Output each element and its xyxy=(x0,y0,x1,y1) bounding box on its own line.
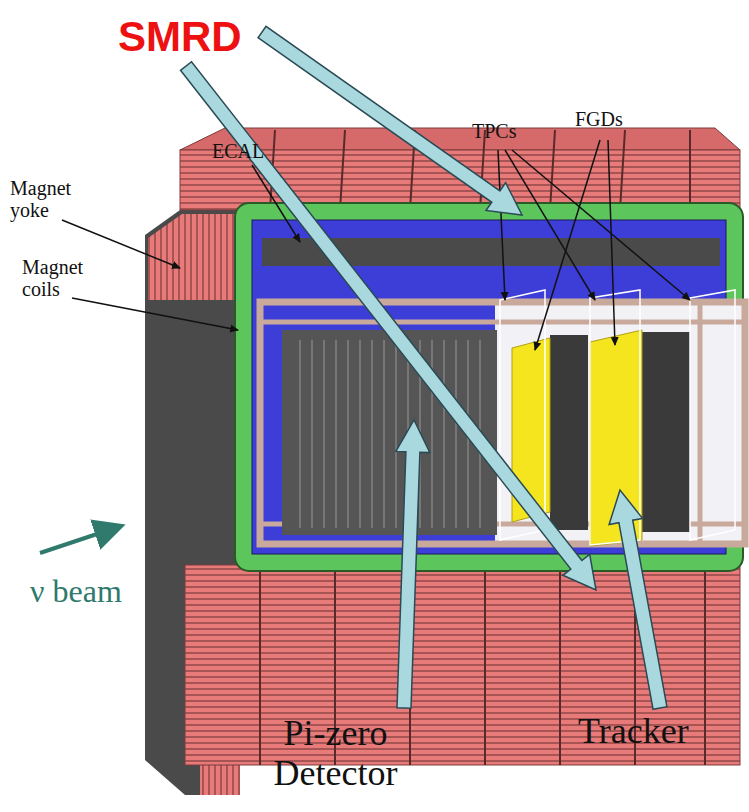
yoke-seams xyxy=(270,130,690,210)
part-name: Magnet yoke xyxy=(10,177,90,221)
detector-name: SMRD xyxy=(118,14,268,60)
magnet-coil xyxy=(235,203,743,571)
beam-label: ν beam xyxy=(30,574,180,609)
callout-arrow xyxy=(181,62,597,590)
tpc xyxy=(550,335,588,530)
part-name: FGDs xyxy=(575,108,645,130)
part-name: ECAL xyxy=(212,140,282,162)
callout-arrow xyxy=(609,490,667,709)
part-name: Magnet coils xyxy=(22,256,102,300)
callout-arrows xyxy=(181,26,667,709)
part-name: Tracker xyxy=(578,712,738,752)
basket-frame xyxy=(260,302,745,544)
p0d-layers xyxy=(300,340,480,528)
tpc xyxy=(642,332,690,532)
beam-arrow xyxy=(40,527,118,553)
callout-arrow xyxy=(396,420,430,708)
part-name: TPCs xyxy=(472,120,542,142)
part-name: Pi-zero Detector xyxy=(238,714,433,793)
yoke-side-plates xyxy=(148,214,240,300)
